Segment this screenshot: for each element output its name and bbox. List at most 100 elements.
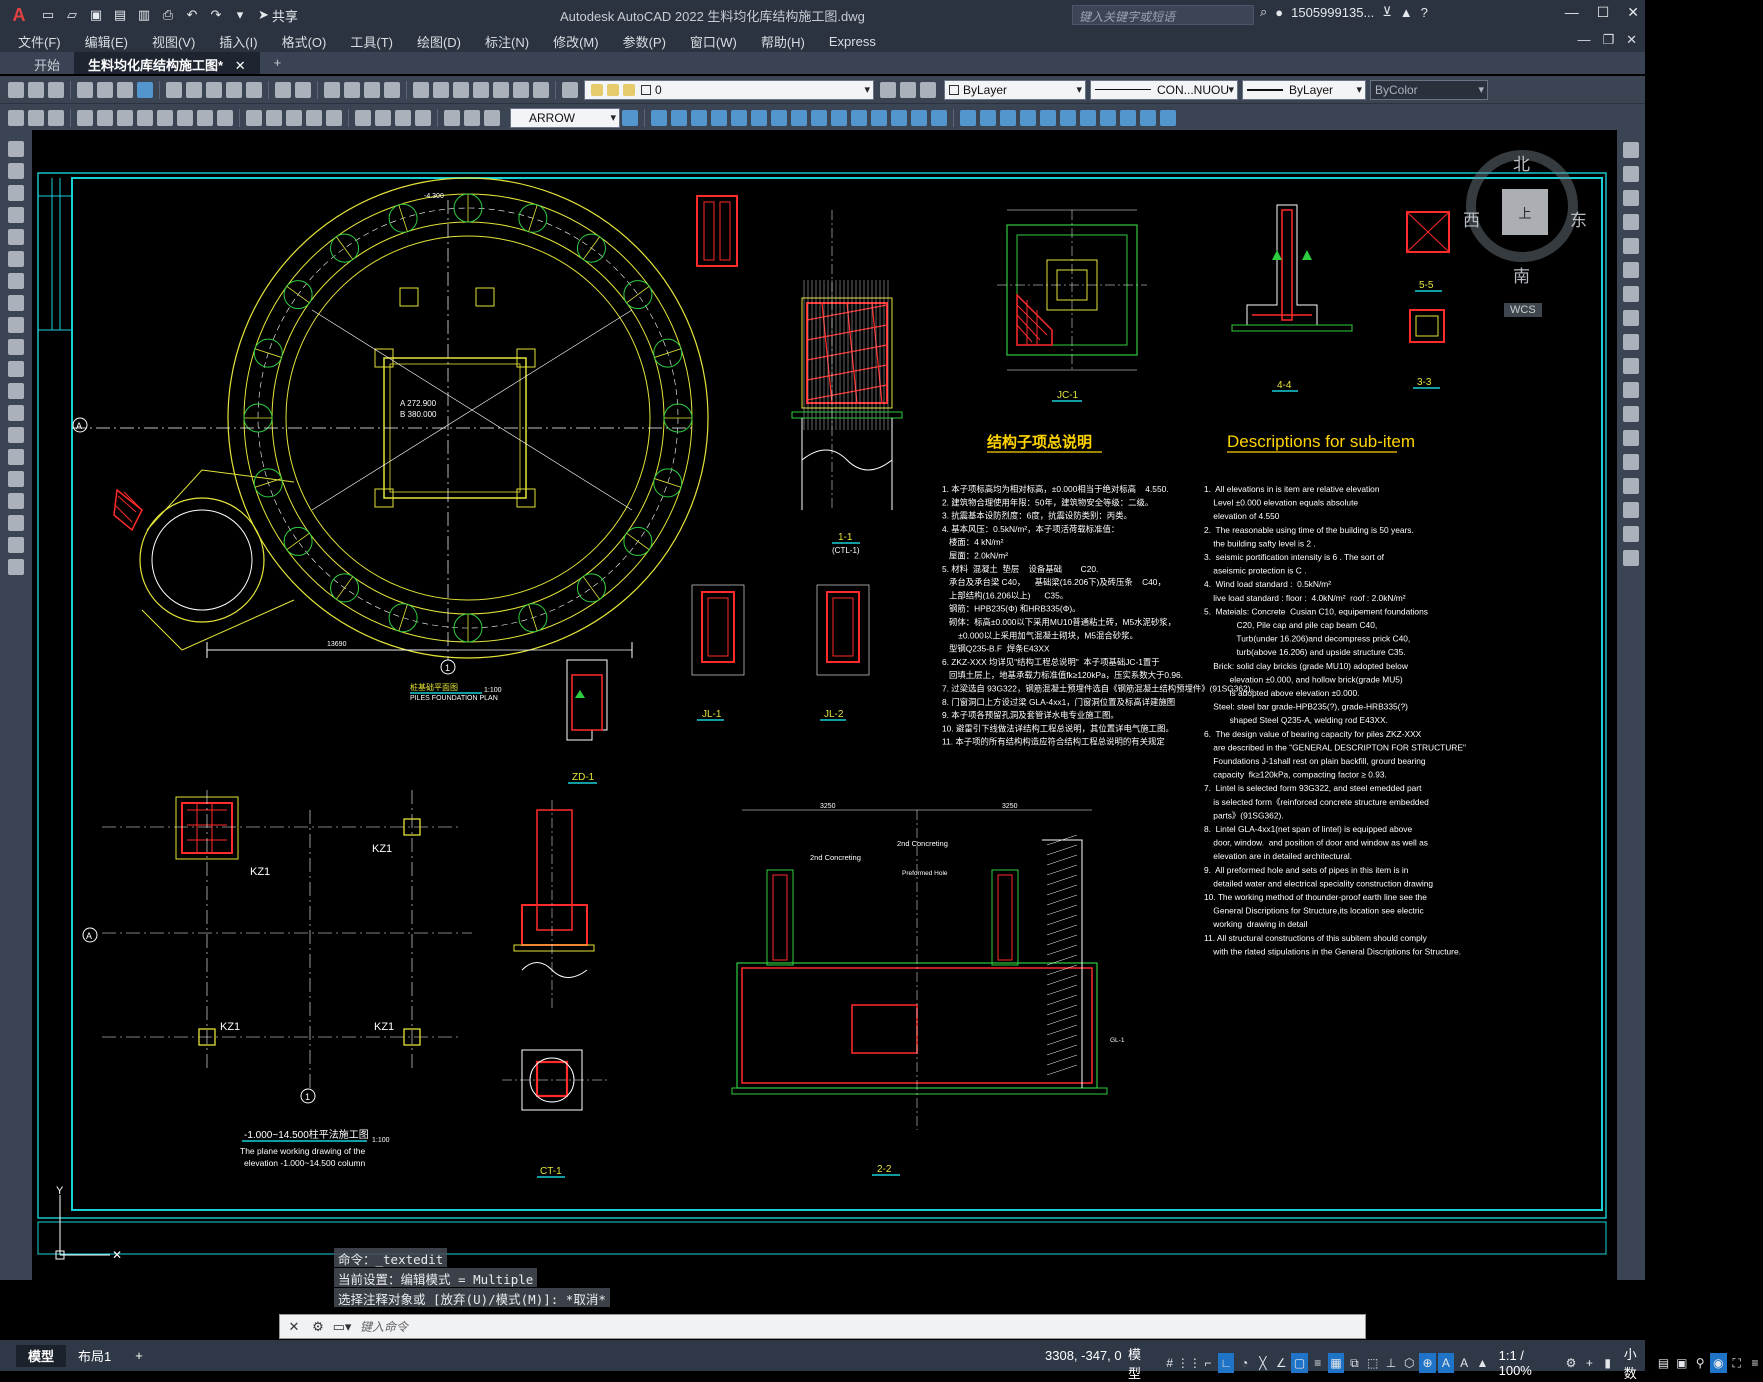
ellipse-arc-icon[interactable] <box>8 361 24 377</box>
baseline-dim-icon[interactable] <box>266 109 282 126</box>
tab-layout1[interactable]: 布局1 <box>78 1349 112 1364</box>
print-icon[interactable]: ⎙ <box>162 7 174 22</box>
isolate-objects-icon[interactable]: ⚲ <box>1695 1356 1705 1370</box>
move-icon[interactable] <box>1623 262 1639 278</box>
dim-edit-icon[interactable] <box>444 109 460 126</box>
osnap-icon[interactable]: ▢ <box>1291 1353 1308 1373</box>
gradient-icon[interactable] <box>8 471 24 487</box>
explode-icon[interactable] <box>1623 550 1639 566</box>
autocad-logo[interactable]: A <box>12 4 26 25</box>
isodraft-icon[interactable]: ╳ <box>1259 1356 1267 1370</box>
polar-icon[interactable]: ◔ <box>1240 1356 1249 1370</box>
ortho-icon[interactable]: ∟ <box>1218 1353 1235 1373</box>
save-icon[interactable]: ▣ <box>89 7 103 22</box>
snap-icon[interactable]: ⋮⋮ <box>1176 1356 1201 1370</box>
command-prompt-icon[interactable]: ▭▾ <box>332 1318 352 1334</box>
attach-icon[interactable] <box>1100 109 1116 126</box>
color-dropdown[interactable]: ByLayer <box>944 79 1086 100</box>
annotation-visibility-icon[interactable]: A <box>1437 1353 1455 1373</box>
menu-item[interactable]: 视图(V) <box>151 34 196 50</box>
new-tab-button[interactable]: + <box>273 55 282 70</box>
hatch-icon[interactable] <box>8 449 24 465</box>
user-name[interactable]: 1505999135... <box>1291 4 1375 20</box>
jogged-linear-icon[interactable] <box>415 109 431 126</box>
command-input[interactable]: 键入命令 <box>360 1320 409 1334</box>
block-editor-icon[interactable] <box>246 81 262 98</box>
viewcube-east[interactable]: 东 <box>1570 211 1587 230</box>
sheet-set-icon[interactable] <box>473 81 489 98</box>
menu-item[interactable]: 编辑(E) <box>84 34 128 50</box>
lineweight-dropdown[interactable]: ByLayer <box>1242 79 1366 100</box>
point-icon[interactable] <box>8 427 24 443</box>
list-icon[interactable] <box>1160 109 1176 126</box>
linetype-dropdown[interactable]: CON...NUOU <box>1090 79 1238 100</box>
lineweight-icon[interactable]: ≡ <box>1314 1356 1322 1370</box>
layer-manager-icon[interactable] <box>562 81 578 98</box>
area-icon[interactable] <box>1140 109 1156 126</box>
quick-dim-icon[interactable] <box>246 109 262 126</box>
xref-icon[interactable] <box>1080 109 1096 126</box>
selection-cycling-icon[interactable]: ⧉ <box>1350 1355 1359 1370</box>
markup-icon[interactable] <box>493 81 509 98</box>
menu-item[interactable]: 标注(N) <box>485 34 530 50</box>
gizmo-icon[interactable]: ⊕ <box>1419 1353 1436 1373</box>
grid-icon[interactable]: # <box>1166 1356 1174 1370</box>
pan-icon[interactable] <box>324 81 340 98</box>
circle-icon[interactable] <box>8 273 24 289</box>
dim-text-edit-icon[interactable] <box>464 109 480 126</box>
layer-props-icon[interactable] <box>8 109 24 126</box>
join-icon[interactable] <box>1623 454 1639 470</box>
break-at-point-icon[interactable] <box>1623 406 1639 422</box>
copy-icon[interactable] <box>1623 166 1639 182</box>
viewcube-west[interactable]: 西 <box>1463 211 1480 230</box>
properties-icon[interactable] <box>413 81 429 98</box>
center-mark-icon[interactable] <box>375 109 391 126</box>
jogged-dim-icon[interactable] <box>177 109 193 126</box>
insert-block-icon[interactable] <box>8 383 24 399</box>
plotstyle-dropdown[interactable]: ByColor <box>1370 79 1488 100</box>
match-properties-icon[interactable] <box>226 81 242 98</box>
scale-icon[interactable] <box>771 109 787 126</box>
trim-icon[interactable] <box>1623 358 1639 374</box>
ellipse-icon[interactable] <box>8 339 24 355</box>
selection-filter-icon[interactable]: ⬡ <box>1404 1356 1415 1370</box>
erase-icon[interactable] <box>1623 142 1639 158</box>
rotate-icon[interactable] <box>1623 286 1639 302</box>
design-center-icon[interactable] <box>433 81 449 98</box>
tab-start[interactable]: 开始 <box>34 58 61 73</box>
construction-line-icon[interactable] <box>8 163 24 179</box>
tool-palettes-icon[interactable] <box>453 81 469 98</box>
offset-icon[interactable] <box>1623 214 1639 230</box>
menu-item[interactable]: 窗口(W) <box>689 34 737 50</box>
diameter-dim-icon[interactable] <box>197 109 213 126</box>
extend-icon[interactable] <box>1623 382 1639 398</box>
rectangle-icon[interactable] <box>8 229 24 245</box>
dim-style-icon[interactable] <box>622 109 638 126</box>
plot-preview-icon[interactable] <box>97 81 113 98</box>
doc-minimize-icon[interactable]: — <box>1577 32 1591 47</box>
ungroup-icon[interactable] <box>980 109 996 126</box>
dim-update-icon[interactable] <box>484 109 500 126</box>
copy-icon[interactable] <box>186 81 202 98</box>
menu-item[interactable]: 文件(F) <box>18 34 61 50</box>
make-block-icon[interactable] <box>8 405 24 421</box>
search-input[interactable]: 键入关键字或短语 <box>1072 5 1254 25</box>
dim-break-icon[interactable] <box>326 109 342 126</box>
object-track-icon[interactable]: ∠ <box>1275 1356 1287 1370</box>
annotation-scale-icon[interactable]: ▲ <box>1476 1356 1489 1370</box>
calculator-icon[interactable] <box>513 81 529 98</box>
annotation-scale-value[interactable]: 1:1 / 100% <box>1498 1348 1532 1378</box>
draworder-front-icon[interactable] <box>1000 109 1016 126</box>
new-icon[interactable] <box>8 81 24 98</box>
cart-icon[interactable]: ⊻ <box>1382 4 1392 19</box>
tab-model[interactable]: 模型 <box>16 1344 67 1367</box>
insert-block-icon[interactable] <box>1040 109 1056 126</box>
array-icon[interactable] <box>1623 238 1639 254</box>
model-space-button[interactable]: 模型 <box>1128 1347 1142 1381</box>
array-icon[interactable] <box>711 109 727 126</box>
3d-osnap-icon[interactable]: ⬚ <box>1367 1356 1379 1370</box>
layer-walk-icon[interactable] <box>48 109 64 126</box>
table-icon[interactable] <box>8 515 24 531</box>
annotation-monitor-icon[interactable]: + <box>1585 1356 1593 1370</box>
workspace-icon[interactable]: ⚙ <box>1565 1356 1577 1370</box>
